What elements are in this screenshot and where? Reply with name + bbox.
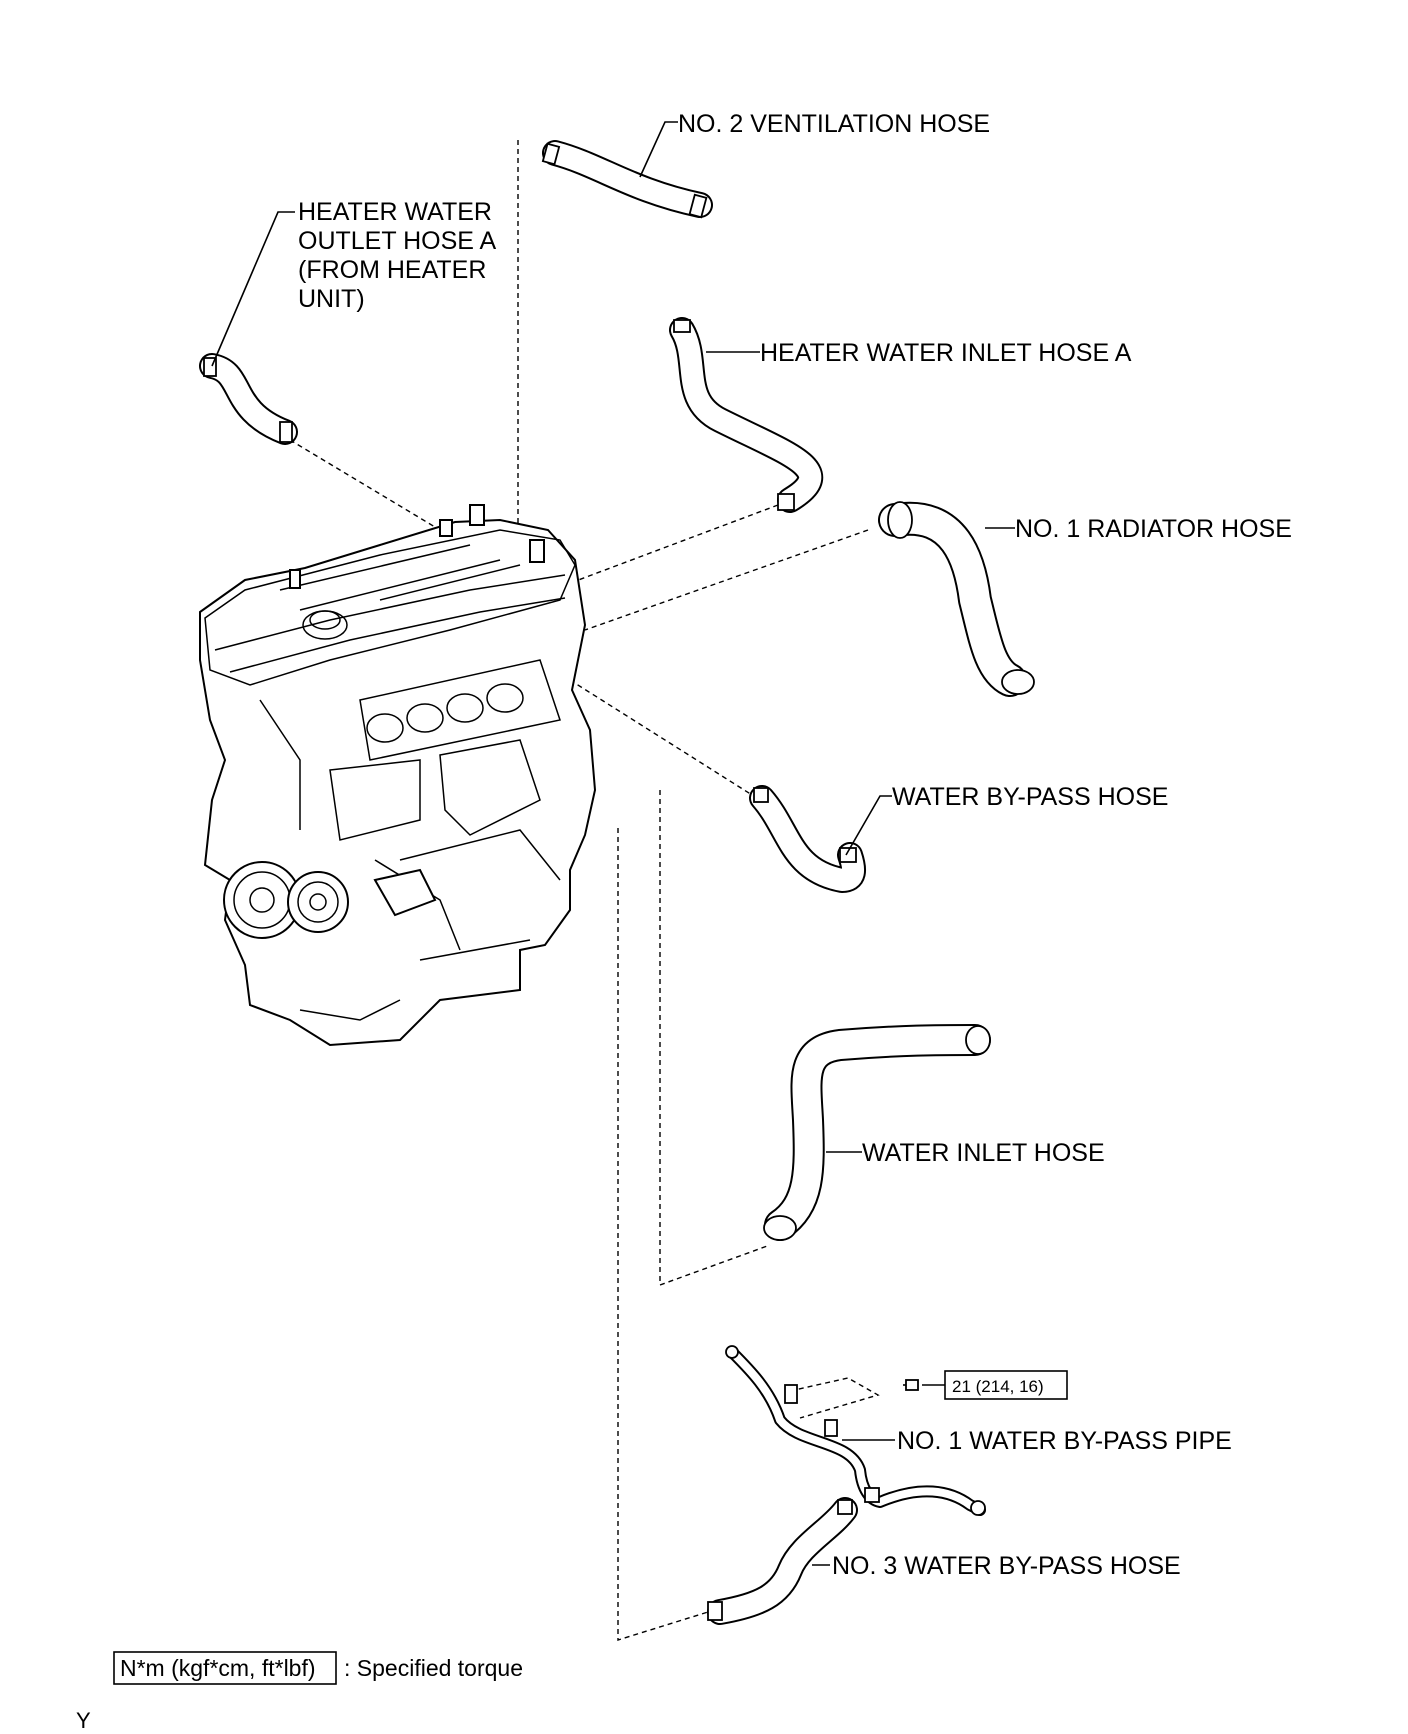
no1-water-bypass-pipe (725, 1345, 986, 1516)
label-no2-ventilation-hose: NO. 2 VENTILATION HOSE (678, 110, 990, 138)
part-labels: NO. 2 VENTILATION HOSE HEATER WATER OUTL… (298, 110, 1292, 1580)
label-water-inlet-hose: WATER INLET HOSE (862, 1139, 1105, 1167)
label-no3-water-bypass-hose: NO. 3 WATER BY-PASS HOSE (832, 1552, 1181, 1580)
torque-spec: 21 (214, 16) (944, 1370, 1068, 1400)
legend-description: : Specified torque (344, 1655, 523, 1681)
water-bypass-hose (749, 785, 867, 893)
heater-water-outlet-hose-a (199, 353, 298, 445)
heater-water-inlet-hose-a (669, 317, 823, 513)
label-heater-water-outlet-hose-a: HEATER WATER OUTLET HOSE A (FROM HEATER … (298, 198, 502, 313)
no1-radiator-hose (878, 501, 1035, 697)
label-heater-water-inlet-hose-a: HEATER WATER INLET HOSE A (760, 339, 1132, 367)
bolt-icon (903, 1379, 919, 1391)
label-no1-radiator-hose: NO. 1 RADIATOR HOSE (1015, 515, 1292, 543)
legend-torque-unit: N*m (kgf*cm, ft*lbf) (120, 1655, 316, 1681)
water-inlet-hose (763, 1024, 991, 1241)
engine-block (199, 504, 597, 1047)
no2-ventilation-hose (541, 140, 713, 219)
leader-lines (211, 121, 1015, 1566)
label-no1-water-bypass-pipe: NO. 1 WATER BY-PASS PIPE (897, 1427, 1232, 1455)
torque-value: 21 (214, 16) (952, 1377, 1044, 1396)
assembly-guide-lines (289, 140, 880, 1641)
legend: N*m (kgf*cm, ft*lbf) : Specified torque (113, 1651, 523, 1685)
label-water-bypass-hose: WATER BY-PASS HOSE (892, 783, 1168, 811)
no3-water-bypass-hose (707, 1497, 858, 1625)
corner-mark: Y (76, 1708, 91, 1733)
